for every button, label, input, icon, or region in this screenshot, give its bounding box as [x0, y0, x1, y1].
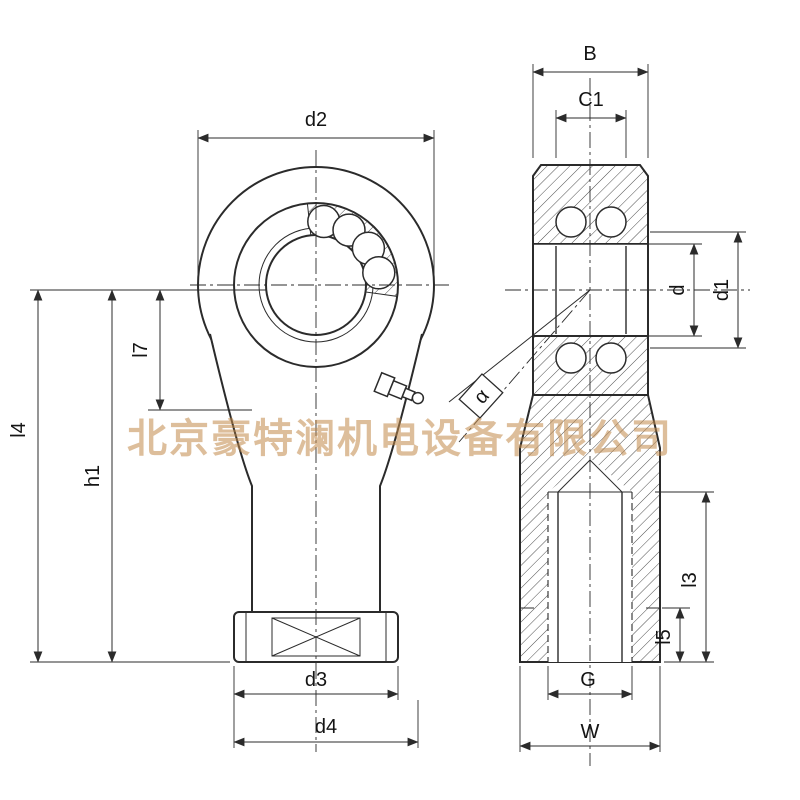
dim-label-W: W [581, 721, 600, 743]
bearing-ball [555, 206, 587, 238]
watermark-text: 北京豪特澜机电设备有限公司 [127, 416, 673, 462]
dimensions-front: d2 l7 h1 l4 d3 d4 [8, 109, 435, 748]
dim-label-G: G [580, 669, 596, 691]
dim-label-h1: h1 [82, 465, 104, 487]
housing-top-block [532, 164, 649, 245]
bearing-ball [595, 206, 627, 238]
dim-label-d: d [667, 284, 689, 295]
dim-label-d1: d1 [711, 279, 733, 301]
body-fill [210, 332, 422, 614]
dim-label-d3: d3 [305, 669, 327, 691]
dim-label-l4: l4 [8, 422, 30, 438]
body-right-edge [379, 333, 423, 612]
side-view: α [448, 78, 750, 766]
grease-fitting [373, 371, 425, 405]
angle-label-box: α [458, 373, 504, 419]
dimensions-side: B C1 d d1 l3 l5 G W [519, 43, 746, 752]
dim-label-d2: d2 [305, 109, 327, 131]
bearing-ball [555, 342, 587, 374]
front-view [190, 150, 452, 752]
dim-label-C1: C1 [578, 89, 604, 111]
dim-label-l5: l5 [653, 629, 675, 645]
bearing-ball [362, 256, 396, 290]
dim-label-l3: l3 [679, 572, 701, 588]
dim-label-B: B [583, 43, 596, 65]
tilt-line [448, 289, 591, 403]
dim-label-l7: l7 [130, 342, 152, 358]
body-left-edge [209, 333, 253, 612]
dim-label-d4: d4 [315, 716, 337, 738]
housing-bottom-block [532, 335, 649, 396]
drill-cone-left [557, 459, 591, 493]
bearing-ball [595, 342, 627, 374]
drill-cone-right [589, 459, 623, 493]
